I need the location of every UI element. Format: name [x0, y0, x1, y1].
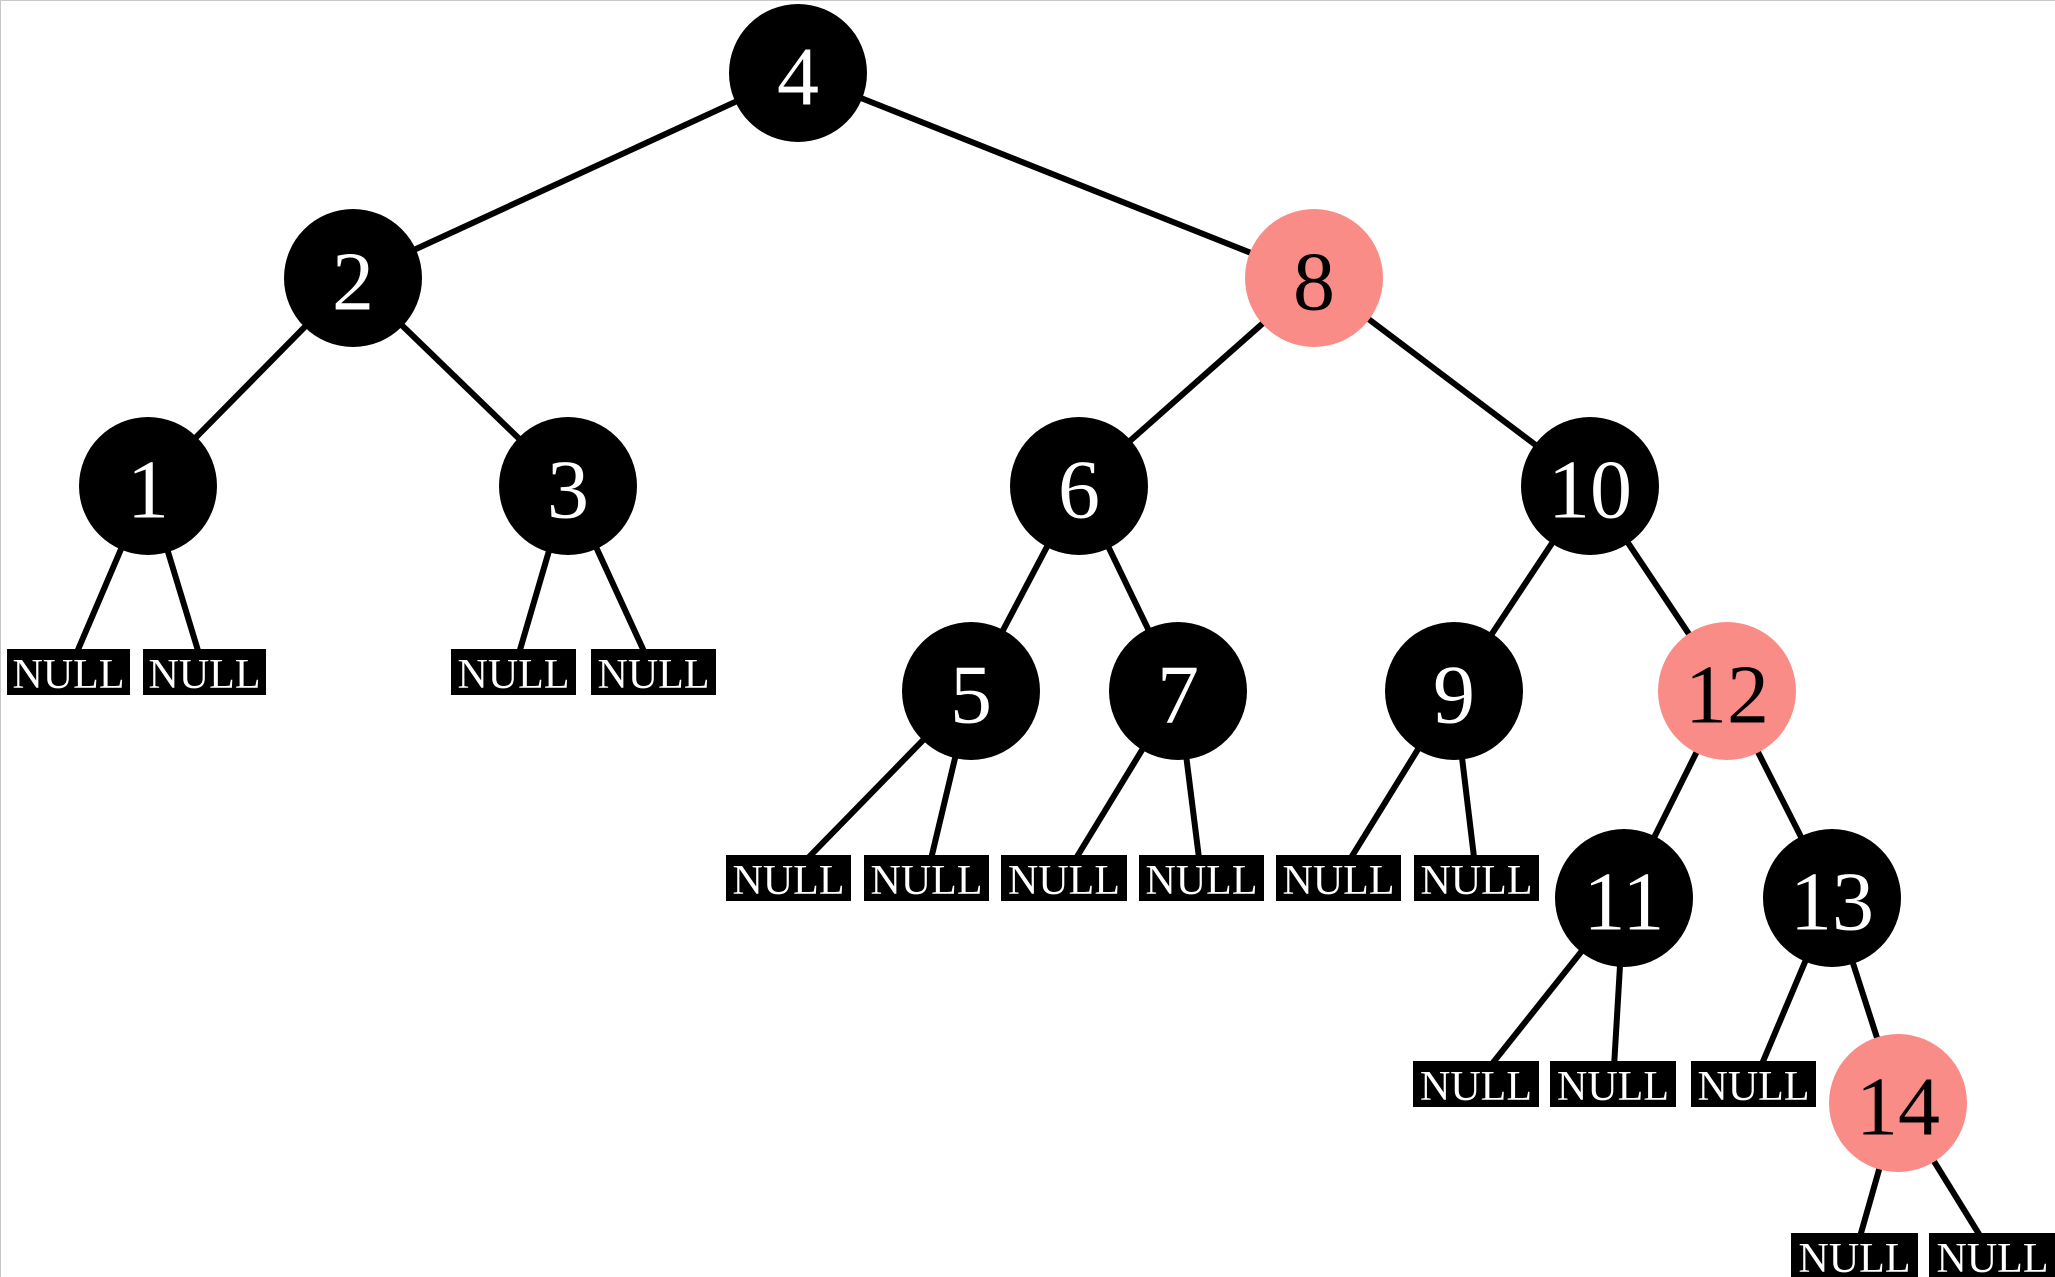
- null-leaf-n7R: [1139, 855, 1264, 901]
- tree-node-label-3: 3: [547, 444, 589, 537]
- null-leaf-n11L: [1413, 1061, 1539, 1107]
- tree-node-label-1: 1: [127, 444, 169, 537]
- null-leaf-label-n9L: NULL: [1283, 858, 1395, 904]
- null-leaf-n1L: [7, 649, 130, 695]
- null-leaf-label-n14R: NULL: [1937, 1236, 2049, 1277]
- null-leaf-n3R: [591, 649, 716, 695]
- null-leaf-label-n7R: NULL: [1146, 858, 1258, 904]
- null-leaf-n14L: [1791, 1233, 1918, 1277]
- null-leaf-label-n3L: NULL: [458, 652, 570, 698]
- null-leaf-n3L: [451, 649, 576, 695]
- tree-node-label-5: 5: [950, 649, 992, 742]
- tree-node-10: [1521, 417, 1659, 555]
- tree-node-label-11: 11: [1584, 856, 1665, 949]
- tree-node-4: [729, 4, 867, 142]
- null-leaf-n5L: [726, 855, 851, 901]
- null-leaf-label-n11R: NULL: [1557, 1064, 1669, 1110]
- null-leaf-label-n7L: NULL: [1008, 858, 1120, 904]
- null-leaf-label-n5L: NULL: [733, 858, 845, 904]
- null-leaf-n9L: [1276, 855, 1401, 901]
- null-leaf-n13L: [1691, 1061, 1816, 1107]
- tree-node-label-10: 10: [1548, 444, 1632, 537]
- tree-node-label-14: 14: [1856, 1061, 1940, 1154]
- tree-node-label-9: 9: [1433, 649, 1475, 742]
- edge-4-8: [796, 70, 1316, 281]
- tree-node-label-8: 8: [1293, 236, 1335, 329]
- null-leaf-label-n3R: NULL: [598, 652, 710, 698]
- null-leaf-label-n5R: NULL: [871, 858, 983, 904]
- tree-node-13: [1763, 829, 1901, 967]
- null-leaf-n11R: [1550, 1061, 1676, 1107]
- tree-node-7: [1109, 622, 1247, 760]
- tree-node-label-6: 6: [1058, 444, 1100, 537]
- tree-node-11: [1555, 829, 1693, 967]
- null-leaf-label-n9R: NULL: [1421, 858, 1533, 904]
- null-leaf-n7L: [1001, 855, 1127, 901]
- tree-node-label-4: 4: [777, 31, 819, 124]
- tree-node-label-12: 12: [1685, 649, 1769, 742]
- null-leaf-n5R: [864, 855, 989, 901]
- null-leaf-n1R: [143, 649, 266, 695]
- tree-node-6: [1010, 417, 1148, 555]
- edge-4-2: [351, 70, 800, 281]
- tree-node-label-13: 13: [1790, 856, 1874, 949]
- tree-node-1: [79, 417, 217, 555]
- null-leaf-n9R: [1414, 855, 1539, 901]
- null-leaf-label-n13L: NULL: [1698, 1064, 1810, 1110]
- tree-node-14: [1829, 1034, 1967, 1172]
- null-leaf-label-n1R: NULL: [149, 652, 261, 698]
- tree-node-5: [902, 622, 1040, 760]
- null-leaf-label-n11L: NULL: [1420, 1064, 1532, 1110]
- tree-node-2: [284, 209, 422, 347]
- tree-node-12: [1658, 622, 1796, 760]
- null-leaf-n14R: [1929, 1233, 2055, 1277]
- tree-node-3: [499, 417, 637, 555]
- tree-node-label-7: 7: [1157, 649, 1199, 742]
- null-leaf-label-n14L: NULL: [1799, 1236, 1911, 1277]
- tree-node-label-2: 2: [332, 236, 374, 329]
- tree-node-8: [1245, 209, 1383, 347]
- tree-node-9: [1385, 622, 1523, 760]
- null-leaf-label-n1L: NULL: [13, 652, 125, 698]
